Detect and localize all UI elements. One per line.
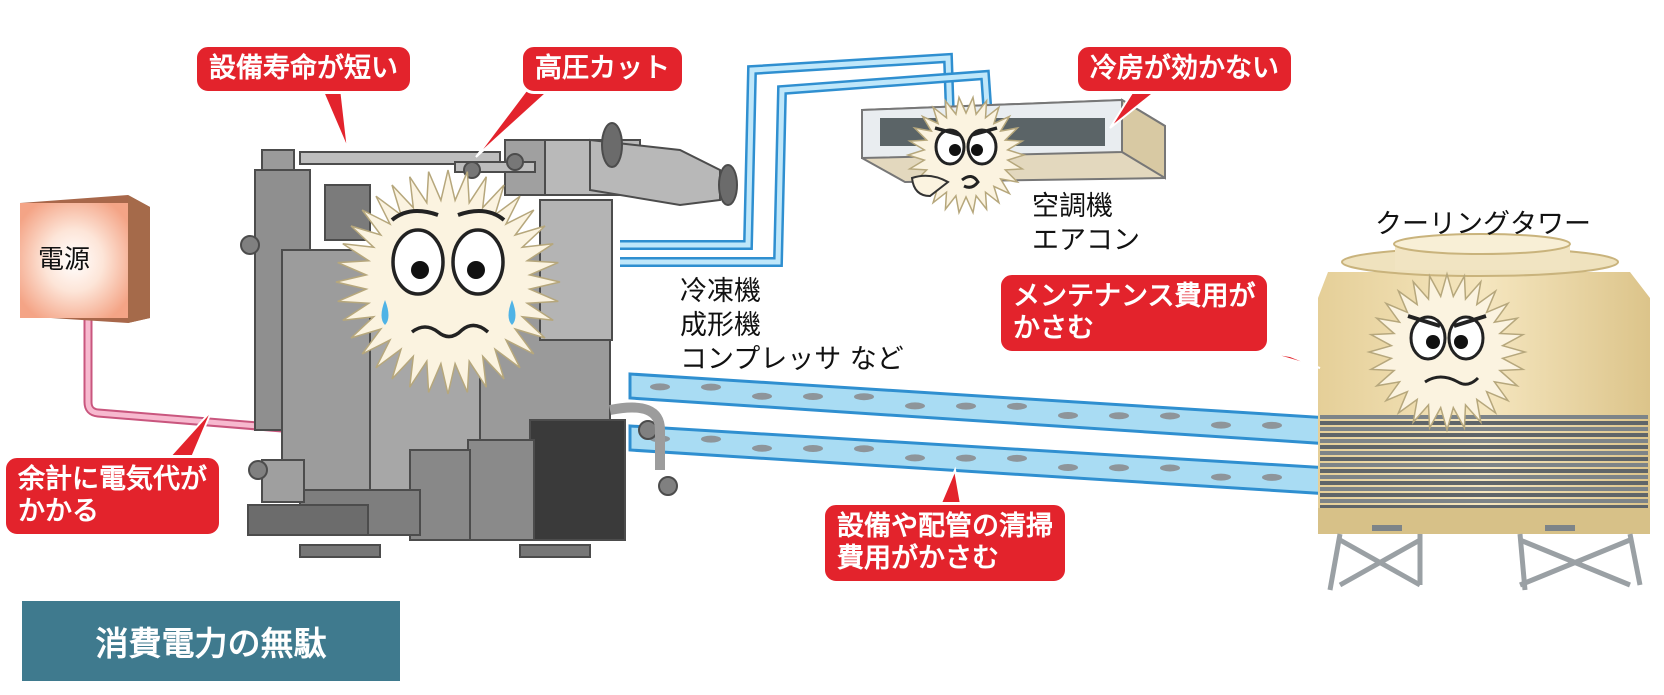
tower-face	[1366, 271, 1528, 433]
air-conditioner	[861, 94, 1166, 216]
equipment-label-line3: コンプレッサ など	[680, 344, 904, 375]
equipment-label-line2: 成形機	[680, 310, 761, 341]
callout-high-pressure-cut: 高圧カット	[520, 44, 685, 94]
power-cable	[83, 318, 283, 433]
aircon-label: 空調機 エアコン	[1032, 190, 1140, 258]
aircon-label-line2: エアコン	[1032, 225, 1140, 256]
callout-electricity-line1: 余計に電気代が	[18, 464, 207, 495]
callout-short-life: 設備寿命が短い	[194, 44, 413, 94]
aircon-label-line1: 空調機	[1032, 191, 1113, 222]
power-box-label: 電源	[38, 245, 91, 275]
callout-maintenance: メンテナンス費用が かさむ	[998, 272, 1271, 354]
callout-maintenance-line2: かさむ	[1013, 313, 1094, 344]
page-title: 消費電力の無駄	[22, 601, 400, 681]
cooling-tower	[1318, 233, 1650, 591]
callout-electricity: 余計に電気代が かかる	[3, 455, 222, 537]
callout-no-cooling: 冷房が効かない	[1075, 44, 1294, 94]
callout-maintenance-line1: メンテナンス費用が	[1013, 281, 1256, 312]
machine-face	[335, 169, 561, 395]
refrigerant-pipes	[620, 52, 993, 267]
water-pipes	[628, 372, 1332, 496]
aircon-face	[905, 94, 1027, 216]
callout-electricity-line2: かかる	[18, 496, 99, 527]
callout-cleaning-line2: 費用がかさむ	[837, 543, 999, 574]
callout-cleaning-line1: 設備や配管の清掃	[837, 511, 1053, 542]
callout-cleaning: 設備や配管の清掃 費用がかさむ	[822, 502, 1068, 584]
power-box	[20, 195, 150, 323]
cooling-tower-label: クーリングタワー	[1375, 209, 1591, 240]
equipment-label: 冷凍機 成形機 コンプレッサ など	[680, 275, 904, 377]
equipment-label-line1: 冷凍機	[680, 276, 761, 307]
